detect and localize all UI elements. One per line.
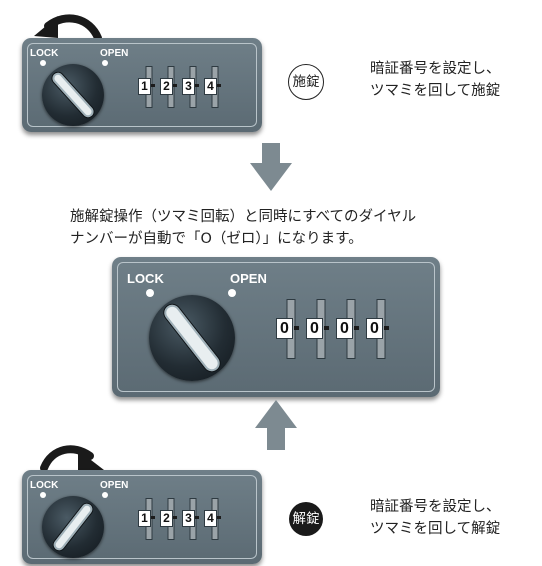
dial-4[interactable]: 4 (204, 66, 226, 108)
up-arrow-icon (255, 400, 297, 450)
dial-digit: 3 (182, 78, 195, 95)
dial-digit: 3 (182, 510, 195, 527)
open-label: OPEN (230, 271, 267, 286)
lock-marker (146, 289, 154, 297)
dial-4[interactable]: 4 (204, 498, 226, 540)
dial-digit: 1 (138, 78, 151, 95)
knob-handle[interactable] (50, 500, 96, 554)
dial-group: 1 2 3 4 (138, 498, 226, 540)
lock-badge: 施錠 (288, 64, 324, 100)
unlock-caption-line1: 暗証番号を設定し、 (370, 499, 501, 515)
knob-handle[interactable] (48, 69, 98, 121)
open-marker (228, 289, 236, 297)
dial-4[interactable]: 0 (366, 299, 396, 359)
lock-label: LOCK (127, 271, 164, 286)
rotate-clockwise-arrow-icon (40, 445, 104, 472)
open-label: OPEN (100, 480, 129, 491)
lock-knob[interactable] (42, 496, 104, 558)
lock-panel-middle: LOCK OPEN 0 0 0 0 (112, 257, 440, 397)
dial-1[interactable]: 1 (138, 498, 160, 540)
dial-3[interactable]: 3 (182, 66, 204, 108)
dial-digit: 1 (138, 510, 151, 527)
dial-digit: 0 (366, 318, 383, 339)
dial-1[interactable]: 1 (138, 66, 160, 108)
dial-2[interactable]: 0 (306, 299, 336, 359)
lock-panel-top: LOCK OPEN 1 2 3 4 (22, 38, 262, 132)
lock-label: LOCK (30, 48, 59, 59)
dial-3[interactable]: 0 (336, 299, 366, 359)
dial-digit: 2 (160, 78, 173, 95)
dial-digit: 0 (306, 318, 323, 339)
reset-note-line2: ナンバーが自動で「O（ゼロ）」になります。 (70, 231, 363, 247)
knob-handle[interactable] (159, 300, 225, 376)
dial-2[interactable]: 2 (160, 498, 182, 540)
reset-note: 施解錠操作（ツマミ回転）と同時にすべてのダイヤル ナンバーが自動で「O（ゼロ）」… (70, 206, 416, 250)
dial-digit: 4 (204, 78, 217, 95)
lock-caption: 暗証番号を設定し、 ツマミを回して施錠 (370, 58, 501, 102)
lock-knob[interactable] (149, 295, 235, 381)
rotate-counterclockwise-arrow-icon (34, 14, 102, 42)
dial-group: 1 2 3 4 (138, 66, 226, 108)
unlock-caption-line2: ツマミを回して解錠 (370, 521, 501, 537)
lock-caption-line2: ツマミを回して施錠 (370, 83, 501, 99)
dial-1[interactable]: 0 (276, 299, 306, 359)
reset-note-line1: 施解錠操作（ツマミ回転）と同時にすべてのダイヤル (70, 209, 417, 225)
dial-digit: 4 (204, 510, 217, 527)
open-marker (102, 60, 108, 66)
dial-3[interactable]: 3 (182, 498, 204, 540)
dial-group: 0 0 0 0 (276, 299, 396, 359)
dial-digit: 2 (160, 510, 173, 527)
lock-marker (40, 60, 46, 66)
lock-panel-bottom: LOCK OPEN 1 2 3 4 (22, 470, 262, 564)
open-marker (102, 492, 108, 498)
dial-digit: 0 (336, 318, 353, 339)
lock-label: LOCK (30, 480, 59, 491)
dial-2[interactable]: 2 (160, 66, 182, 108)
unlock-caption: 暗証番号を設定し、 ツマミを回して解錠 (370, 496, 501, 540)
lock-caption-line1: 暗証番号を設定し、 (370, 61, 501, 77)
lock-marker (40, 492, 46, 498)
unlock-badge: 解錠 (289, 502, 323, 536)
lock-knob[interactable] (42, 64, 104, 126)
dial-digit: 0 (276, 318, 293, 339)
open-label: OPEN (100, 48, 129, 59)
down-arrow-icon (250, 143, 292, 191)
